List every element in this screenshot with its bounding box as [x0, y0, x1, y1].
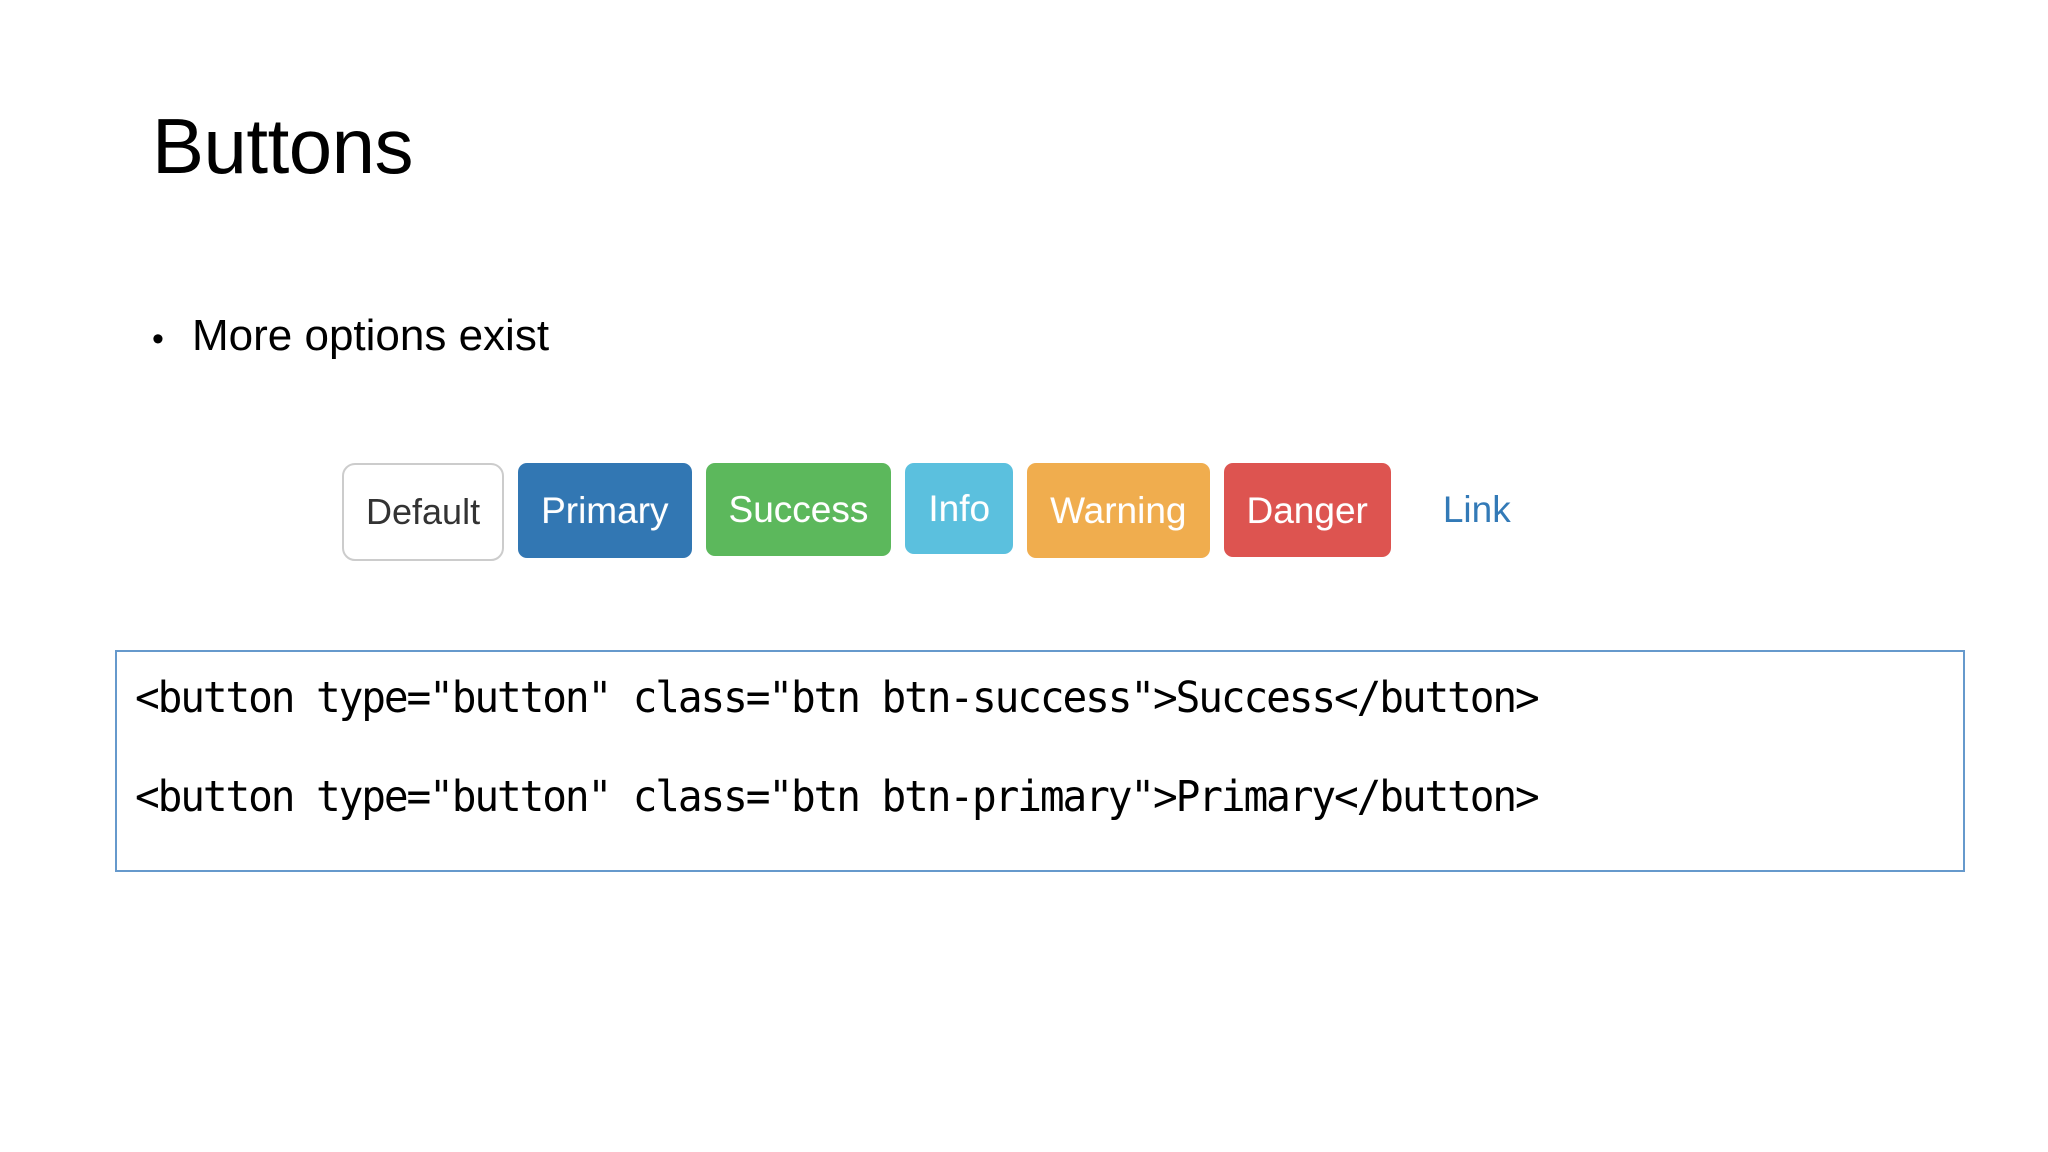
code-block: <button type="button" class="btn btn-suc…: [115, 650, 1965, 872]
success-button[interactable]: Success: [705, 463, 892, 556]
button-strip: Default Primary Success Info Warning Dan…: [342, 463, 1527, 573]
bullet-list: • More options exist: [152, 308, 1852, 363]
bullet-point-icon: •: [152, 320, 164, 358]
link-button[interactable]: Link: [1442, 488, 1511, 530]
primary-button[interactable]: Primary: [518, 463, 692, 558]
page-title: Buttons: [152, 102, 414, 190]
info-button[interactable]: Info: [905, 463, 1014, 554]
list-item: • More options exist: [152, 308, 1852, 363]
warning-button[interactable]: Warning: [1027, 463, 1210, 558]
code-line-1: <button type="button" class="btn btn-suc…: [135, 673, 1540, 723]
default-button[interactable]: Default: [342, 463, 505, 561]
code-line-2: <button type="button" class="btn btn-pri…: [135, 772, 1540, 823]
code-line-spacer: [135, 721, 1945, 775]
danger-button[interactable]: Danger: [1223, 463, 1391, 557]
list-item-label: More options exist: [192, 311, 550, 360]
